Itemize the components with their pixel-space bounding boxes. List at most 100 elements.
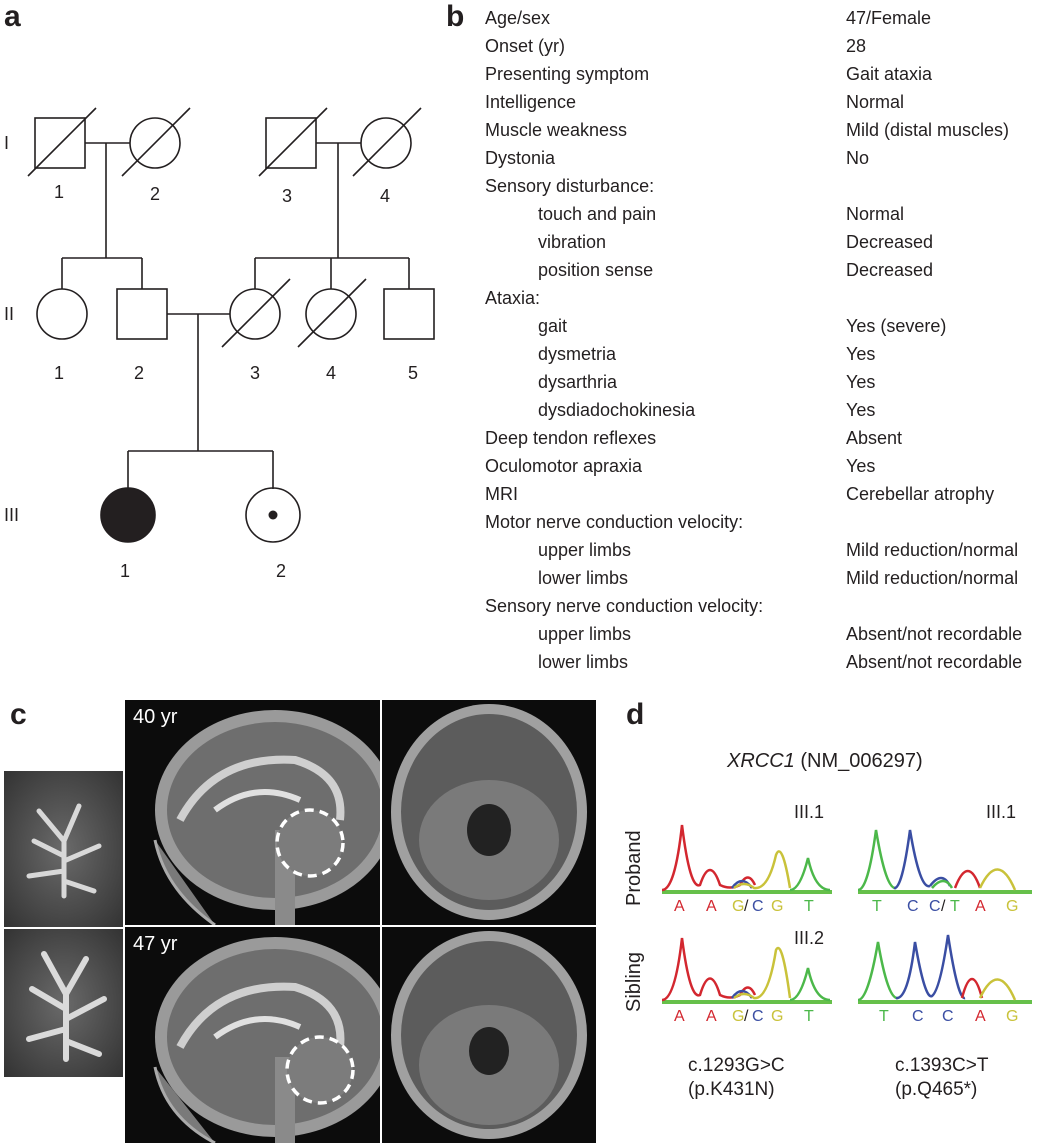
row-label: lower limbs	[538, 568, 629, 588]
sample-id: III.1	[986, 802, 1017, 822]
id-III-2: 2	[276, 561, 286, 581]
row-value: Yes (severe)	[846, 316, 947, 336]
pedigree-deceased-mark	[297, 278, 367, 348]
table-row: Motor nerve conduction velocity:	[485, 508, 1050, 536]
mri-axial-47yr	[382, 927, 596, 1143]
mutation-cdna: c.1393C>T	[895, 1055, 989, 1076]
row-value: Mild (distal muscles)	[846, 120, 1010, 140]
base-call: T	[950, 898, 960, 915]
id-III-1: 1	[120, 561, 130, 581]
row-value: Absent	[846, 428, 903, 448]
base-call: G	[732, 898, 745, 915]
id-I-2: 2	[150, 184, 160, 204]
row-value: Decreased	[846, 260, 934, 280]
base-call: C	[752, 1008, 764, 1025]
gen-label-I: I	[4, 133, 9, 153]
gen-label-II: II	[4, 304, 14, 324]
id-II-2: 2	[134, 363, 144, 383]
table-row: Ataxia:	[485, 284, 1050, 312]
base-call: G	[1006, 1008, 1019, 1025]
row-label: dysmetria	[538, 344, 617, 364]
table-row: MRI Cerebellar atrophy	[485, 480, 1050, 508]
pedigree-affected-III-1	[100, 487, 156, 543]
base-call: C	[912, 1008, 924, 1025]
row-label: dysarthria	[538, 372, 618, 392]
base-call: T	[804, 898, 814, 915]
table-row: Onset (yr)28	[485, 32, 1050, 60]
row-label: vibration	[538, 232, 607, 252]
base-call: A	[674, 1008, 685, 1025]
pedigree-carrier-dot	[268, 510, 278, 520]
cerebellum-highlight-circle	[285, 1035, 355, 1105]
pedigree-male-II-2	[116, 288, 168, 340]
table-row: Sensory disturbance:	[485, 172, 1050, 200]
base-separator: /	[941, 898, 946, 915]
row-label: Ataxia:	[485, 288, 541, 308]
id-II-1: 1	[54, 363, 64, 383]
sample-id: III.1	[794, 802, 825, 822]
row-label: MRI	[485, 484, 518, 504]
row-value: Absent/not recordable	[846, 652, 1023, 672]
mutation-label-left: c.1293G>C (p.K431N)	[688, 1054, 785, 1102]
row-label: upper limbs	[538, 624, 632, 644]
mri-age-label: 40 yr	[133, 706, 178, 728]
panel-label-a: a	[4, 0, 21, 33]
mri-zoom-top	[4, 771, 123, 927]
table-row: upper limbs Mild reduction/normal	[485, 536, 1050, 564]
row-value: Normal	[846, 92, 905, 112]
row-label: upper limbs	[538, 540, 632, 560]
row-value: Normal	[846, 204, 905, 224]
base-call: G	[732, 1008, 745, 1025]
cerebellar-folia	[26, 803, 102, 899]
row-label: Age/sex	[485, 8, 551, 28]
base-call: C	[942, 1008, 954, 1025]
mutation-cdna: c.1293G>C	[688, 1055, 785, 1076]
table-row: position sense Decreased	[485, 256, 1050, 284]
mri-zoom-bottom	[4, 929, 123, 1077]
base-call: T	[804, 1008, 814, 1025]
row-label-sibling: Sibling	[623, 951, 645, 1012]
mri-axial-40yr	[382, 700, 596, 925]
base-call: G	[771, 898, 784, 915]
row-label: Sensory nerve conduction velocity:	[485, 596, 764, 616]
base-call: C	[907, 898, 919, 915]
row-label-proband: Proband	[623, 830, 645, 906]
sample-id: III.2	[794, 928, 825, 948]
base-call: G	[1006, 898, 1019, 915]
base-call: A	[706, 1008, 717, 1025]
base-call: C	[929, 898, 941, 915]
row-label: gait	[538, 316, 568, 336]
row-label: dysdiadochokinesia	[538, 400, 696, 420]
table-row: Sensory nerve conduction velocity:	[485, 592, 1050, 620]
cerebellar-folia	[26, 951, 107, 1062]
row-label: lower limbs	[538, 652, 629, 672]
id-I-1: 1	[54, 182, 64, 202]
row-label: position sense	[538, 260, 654, 280]
gene-name: XRCC1	[727, 750, 795, 772]
base-call: T	[872, 898, 882, 915]
base-separator: /	[744, 1008, 749, 1025]
table-row: lower limbs Mild reduction/normal	[485, 564, 1050, 592]
base-call: T	[879, 1008, 889, 1025]
row-label: Sensory disturbance:	[485, 176, 655, 196]
row-value: Mild reduction/normal	[846, 568, 1019, 588]
row-value: Yes	[846, 372, 876, 392]
pedigree-chart: I II III 1 2 3 4 1 2 3 4 5 1 2	[4, 107, 435, 581]
pedigree-carrier-III-2	[245, 487, 301, 543]
mutation-protein: (p.K431N)	[688, 1079, 775, 1100]
id-II-5: 5	[408, 363, 418, 383]
mutation-protein: (p.Q465*)	[895, 1079, 978, 1100]
gene-title: XRCC1 (NM_006297)	[727, 750, 923, 773]
id-II-4: 4	[326, 363, 336, 383]
row-value: Cerebellar atrophy	[846, 484, 995, 504]
row-value: Mild reduction/normal	[846, 540, 1019, 560]
cerebellum-highlight-circle	[275, 808, 345, 878]
